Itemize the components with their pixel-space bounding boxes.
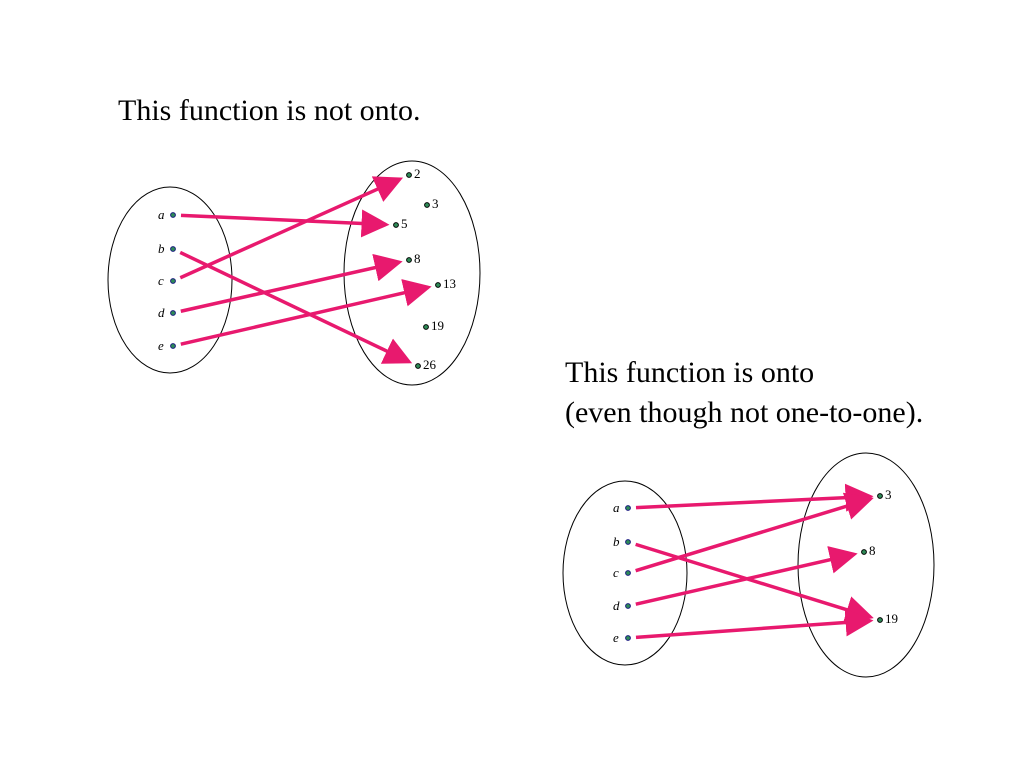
diagram-title-line: (even though not one-to-one). xyxy=(565,396,923,429)
domain-set xyxy=(107,186,233,374)
mapping-arrow-c-to-2 xyxy=(179,176,404,280)
codomain-point xyxy=(406,172,412,178)
domain-point xyxy=(625,635,631,641)
codomain-label: 8 xyxy=(414,251,421,266)
domain-set xyxy=(562,480,688,666)
mapping-arrow-a-to-3 xyxy=(635,483,874,512)
domain-label: c xyxy=(613,565,619,580)
domain-label: d xyxy=(158,305,165,320)
domain-point xyxy=(625,570,631,576)
codomain-point xyxy=(861,549,867,555)
codomain-point xyxy=(406,257,412,263)
domain-label: d xyxy=(613,598,620,613)
mapping-arrow-d-to-8 xyxy=(635,546,858,606)
domain-label: b xyxy=(158,241,165,256)
domain-label: e xyxy=(613,630,619,645)
diagram-onto: This function is onto (even though not o… xyxy=(562,356,935,678)
codomain-point xyxy=(877,617,883,623)
domain-label: c xyxy=(158,273,164,288)
codomain-point xyxy=(423,324,429,330)
mapping-arrow-e-to-19 xyxy=(635,608,874,640)
mapping-arrow-e-to-13 xyxy=(180,279,432,346)
codomain-set xyxy=(797,452,935,678)
domain-point xyxy=(170,343,176,349)
mapping-arrow-b-to-19 xyxy=(635,542,874,624)
domain-point xyxy=(625,505,631,511)
domain-point xyxy=(170,212,176,218)
domain-label: e xyxy=(158,338,164,353)
codomain-label: 19 xyxy=(885,611,898,626)
mapping-arrow-d-to-8 xyxy=(180,253,403,313)
domain-label: a xyxy=(158,207,165,222)
codomain-label: 13 xyxy=(443,276,456,291)
codomain-label: 26 xyxy=(423,357,437,372)
codomain-label: 2 xyxy=(414,166,421,181)
mapping-arrow-b-to-26 xyxy=(179,250,413,364)
mapping-arrow-c-to-3 xyxy=(635,492,874,573)
codomain-label: 3 xyxy=(432,196,439,211)
domain-point xyxy=(170,278,176,284)
mapping-arrow-a-to-5 xyxy=(180,209,390,238)
domain-point xyxy=(170,310,176,316)
codomain-label: 8 xyxy=(869,543,876,558)
domain-point xyxy=(625,603,631,609)
codomain-label: 3 xyxy=(885,487,892,502)
diagram-not-onto: This function is not onto. a b c d e 23 5 8 13 19… xyxy=(107,94,481,386)
codomain-label: 19 xyxy=(431,318,444,333)
codomain-label: 5 xyxy=(401,216,408,231)
codomain-point xyxy=(435,282,441,288)
codomain-point xyxy=(877,493,883,499)
codomain-point xyxy=(424,202,430,208)
domain-point xyxy=(625,539,631,545)
codomain-point xyxy=(415,363,421,369)
domain-label: a xyxy=(613,500,620,515)
domain-point xyxy=(170,246,176,252)
codomain-point xyxy=(393,222,399,228)
domain-label: b xyxy=(613,534,620,549)
diagram-title-line: This function is onto xyxy=(565,356,814,389)
diagram-title-line: This function is not onto. xyxy=(118,94,421,127)
